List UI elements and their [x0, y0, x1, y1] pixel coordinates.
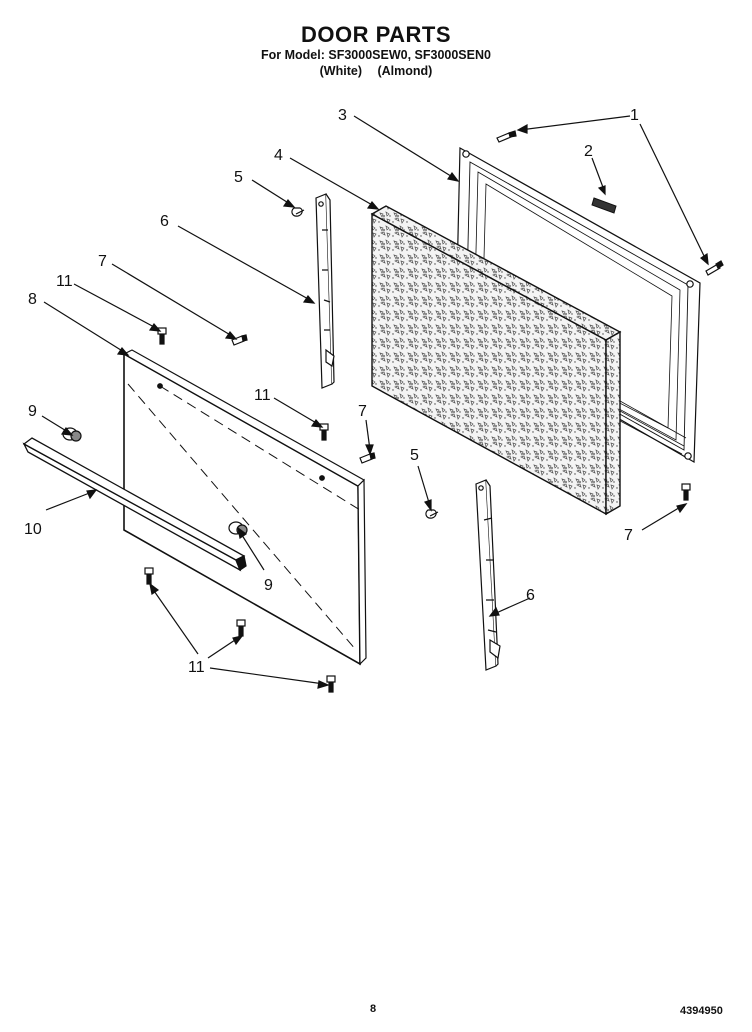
part-number: 4394950: [680, 1005, 723, 1017]
callout-2: 2: [584, 143, 593, 160]
callout-11-mid: 11: [254, 387, 271, 404]
callout-3: 3: [338, 107, 347, 124]
page-title: DOOR PARTS: [300, 22, 452, 47]
callout-labels: 1 2 3 4 5 6 7 11 8 9 10 11 7 5 9 6 7 11: [24, 107, 639, 676]
callout-5-upper: 5: [234, 169, 243, 186]
callout-7-mid: 7: [358, 403, 367, 420]
callout-9-left: 9: [28, 403, 37, 420]
callout-10: 10: [24, 521, 42, 538]
hinge-channel-lower: [475, 479, 501, 671]
callout-6-upper: 6: [160, 213, 169, 230]
handle-screw-icon: [231, 334, 248, 346]
color-line: (White) (Almond): [0, 64, 752, 78]
rating-label: [591, 197, 617, 214]
callout-9-right: 9: [264, 577, 273, 594]
hinge-clip-icon: [425, 509, 439, 519]
door-insulation: [370, 205, 622, 516]
liner-screw-icon: [496, 130, 517, 143]
handle-screw-icon: [681, 483, 691, 501]
door-handle: [22, 437, 247, 572]
color-white: (White): [319, 64, 362, 78]
hinge-channel-upper: [315, 193, 335, 389]
callout-6-lower: 6: [526, 587, 535, 604]
door-screw-icon: [236, 619, 246, 637]
callout-11-upper: 11: [56, 273, 73, 290]
model-line: For Model: SF3000SEW0, SF3000SEN0: [261, 48, 491, 62]
callout-1: 1: [630, 107, 639, 124]
color-almond: (Almond): [377, 64, 433, 78]
inner-door-liner: [455, 146, 701, 464]
callout-5-lower: 5: [410, 447, 419, 464]
handle-screw-icon: [359, 452, 376, 464]
door-screw-icon: [144, 567, 154, 585]
hinge-clip-icon: [291, 207, 305, 217]
callout-11-lower: 11: [188, 659, 205, 676]
door-screw-icon: [326, 675, 336, 693]
liner-screw-icon: [705, 260, 724, 276]
leader-lines: [41, 115, 709, 689]
page-number: 8: [370, 1003, 377, 1015]
callout-8: 8: [28, 291, 37, 308]
callout-7-upper: 7: [98, 253, 107, 270]
door-screw-icon: [319, 423, 329, 441]
callout-7-right: 7: [624, 527, 633, 544]
callout-4: 4: [274, 147, 283, 164]
outer-door-panel: [122, 349, 367, 666]
